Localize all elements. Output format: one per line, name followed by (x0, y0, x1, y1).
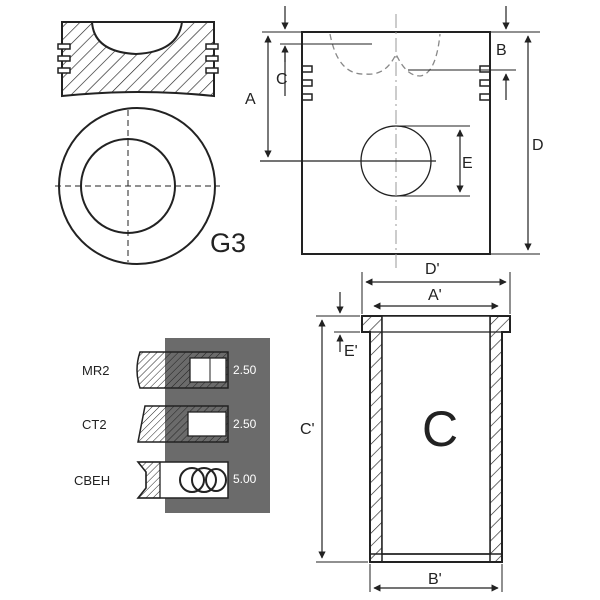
liner-dim-label-d: D' (425, 261, 440, 278)
piston-model-code: G3 (210, 228, 246, 258)
piston-top-view (55, 107, 220, 265)
dim-label-a: A (245, 91, 256, 108)
liner-dim-label-e: E' (344, 343, 358, 360)
ring-name-ct2: CT2 (82, 417, 107, 432)
dim-label-c: C (276, 71, 288, 88)
piston-side-view (260, 14, 491, 270)
ring-thickness-ct2: 2.50 (233, 417, 257, 431)
ring-cbeh (136, 461, 229, 499)
ring-name-cbeh: CBEH (74, 473, 110, 488)
ring-name-mr2: MR2 (82, 363, 109, 378)
liner-dim-label-a: A' (428, 287, 442, 304)
ring-thickness-mr2: 2.50 (233, 363, 257, 377)
piston-dimensions (262, 6, 540, 255)
dim-label-e: E (462, 155, 473, 172)
ring-ct2 (137, 405, 229, 443)
dim-label-b: B (496, 42, 507, 59)
liner-dimensions (316, 272, 511, 592)
dim-label-d: D (532, 137, 544, 154)
ring-thickness-cbeh: 5.00 (233, 472, 257, 486)
liner-dim-label-b: B' (428, 571, 442, 588)
ring-mr2 (136, 351, 229, 389)
cylinder-liner (361, 315, 511, 563)
liner-dim-label-c: C' (300, 421, 315, 438)
piston-section-view (57, 21, 219, 98)
liner-center-letter: C (422, 401, 458, 457)
